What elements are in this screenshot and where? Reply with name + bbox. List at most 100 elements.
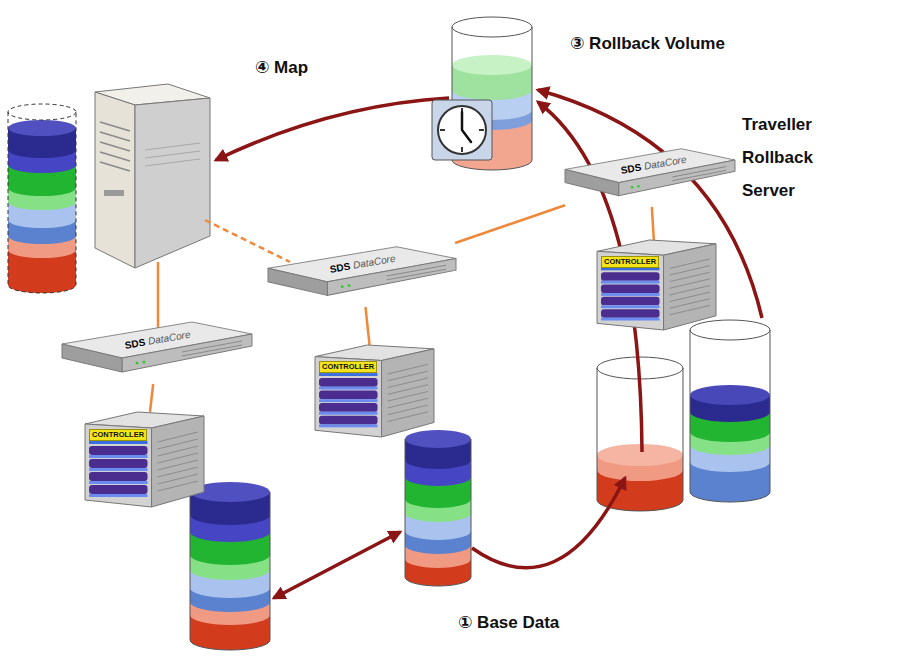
host-volume (8, 120, 76, 136)
storage-controller-outline (601, 297, 659, 306)
host-volume (8, 180, 76, 196)
base-data-volume-outline (405, 522, 471, 540)
sds-appliance-outline (348, 284, 351, 287)
sds-appliance: SDSDataCoreTraveller Rollback Server (565, 145, 735, 207)
storage-controller-outline (89, 468, 147, 471)
storage-controller-outline (89, 446, 147, 455)
sds-appliance: SDSDataCore (268, 243, 456, 307)
host-volume (8, 157, 76, 173)
host-volume (8, 104, 76, 293)
network-link (150, 384, 153, 412)
storage-controller-outline (601, 309, 659, 318)
network-link (652, 207, 654, 240)
sds-appliance: SDSDataCore (62, 318, 252, 384)
mirror-volume (190, 482, 270, 650)
host-volume (8, 104, 76, 120)
sds-appliance-outline (136, 362, 139, 365)
logo-text: SDS (620, 162, 642, 176)
storage-controller-outline (319, 399, 377, 402)
host-volume (8, 242, 76, 258)
storage-controller-outline (89, 455, 147, 458)
sds-appliance-outline (341, 285, 344, 288)
snapshot-volume (690, 385, 770, 405)
base-data-volume-outline (405, 439, 471, 586)
sds-appliance-outline (387, 265, 446, 280)
host-server (104, 190, 124, 196)
host-server (145, 143, 200, 166)
data-flow-arrow (216, 98, 449, 160)
storage-controller-outline (670, 259, 710, 315)
sds-appliance-outline (268, 243, 456, 307)
storage-controller-outline (315, 357, 382, 437)
storage-controller-outline (601, 272, 659, 281)
data-flow-arrow (472, 478, 625, 568)
snapshot-volume (690, 320, 770, 340)
host-volume (8, 112, 76, 293)
sds-appliance-outline (565, 145, 735, 207)
storage-controller: CONTROLLER (315, 345, 434, 437)
host-volume (8, 194, 76, 210)
host-server (95, 92, 135, 268)
storage-controller-outline (319, 387, 377, 390)
data-flow-arrow (274, 532, 400, 598)
storage-controller: CONTROLLER (597, 240, 716, 330)
storage-controller-outline (152, 416, 204, 507)
sds-appliance-outline (637, 185, 640, 188)
storage-controller-outline (382, 349, 434, 437)
base-data-volume-outline (405, 468, 471, 486)
rollback-volume-outline (452, 80, 532, 100)
sds-appliance-outline (268, 268, 327, 295)
storage-controller-outline (85, 412, 204, 507)
storage-controller-outline (89, 472, 147, 481)
storage-controller-outline (597, 240, 716, 330)
volume-heading: ① Base Data (458, 612, 559, 634)
mirror-volume (190, 492, 270, 650)
storage-controller-outline (601, 318, 659, 321)
network-link (205, 220, 290, 262)
rollback-volume: ③ Rollback Volume (450, 15, 534, 175)
storage-controller-outline (388, 364, 428, 421)
snapshot-volume (690, 320, 770, 502)
network-link (157, 262, 160, 328)
base-data-volume-outline (405, 451, 471, 469)
volume-heading: ③ Rollback Volume (570, 33, 725, 55)
base-data-volume-outline (403, 425, 473, 590)
mirror-volume (190, 545, 270, 565)
rollback-volume-outline (450, 15, 534, 175)
host-server (135, 98, 210, 268)
rollback-volume-outline (452, 17, 532, 37)
sds-appliance-outline (62, 318, 252, 384)
controller-label: CONTROLLER (89, 429, 147, 441)
host-server (100, 122, 130, 171)
controller-label: CONTROLLER (601, 256, 659, 268)
data-flow-arrow (216, 90, 762, 598)
host-volume (8, 228, 76, 244)
storage-controller-outline (664, 244, 716, 330)
snapshot-volume (690, 330, 770, 492)
base-data-volume: ① Base Data (403, 425, 473, 590)
storage-controller-outline (319, 403, 377, 412)
storage-controller-outline (319, 416, 377, 425)
host-volume (8, 142, 76, 158)
storage-controller-outline (158, 432, 198, 491)
base-data-volume-outline (405, 430, 471, 448)
storage-controller-outline (89, 441, 147, 444)
server-heading: Traveller Rollback Server (742, 108, 837, 207)
logo-text: SDS (329, 261, 351, 275)
sds-appliance-outline (182, 341, 242, 356)
storage-controller-outline (89, 494, 147, 497)
controller-label: CONTROLLER (319, 361, 377, 373)
rollback-volume-outline (432, 100, 492, 160)
mirror-volume (190, 578, 270, 598)
storage-controller-outline (601, 305, 659, 308)
storage-controller-outline (315, 345, 434, 437)
storage-controller-outline (601, 285, 659, 294)
storage-controller-outline (319, 424, 377, 427)
storage-controller-outline (85, 424, 152, 507)
rollback-volume-outline (440, 108, 484, 152)
sds-appliance-outline (631, 186, 634, 189)
storage-controller-outline (89, 481, 147, 484)
base-data-volume-outline (405, 490, 471, 508)
storage-controller-outline (601, 281, 659, 284)
